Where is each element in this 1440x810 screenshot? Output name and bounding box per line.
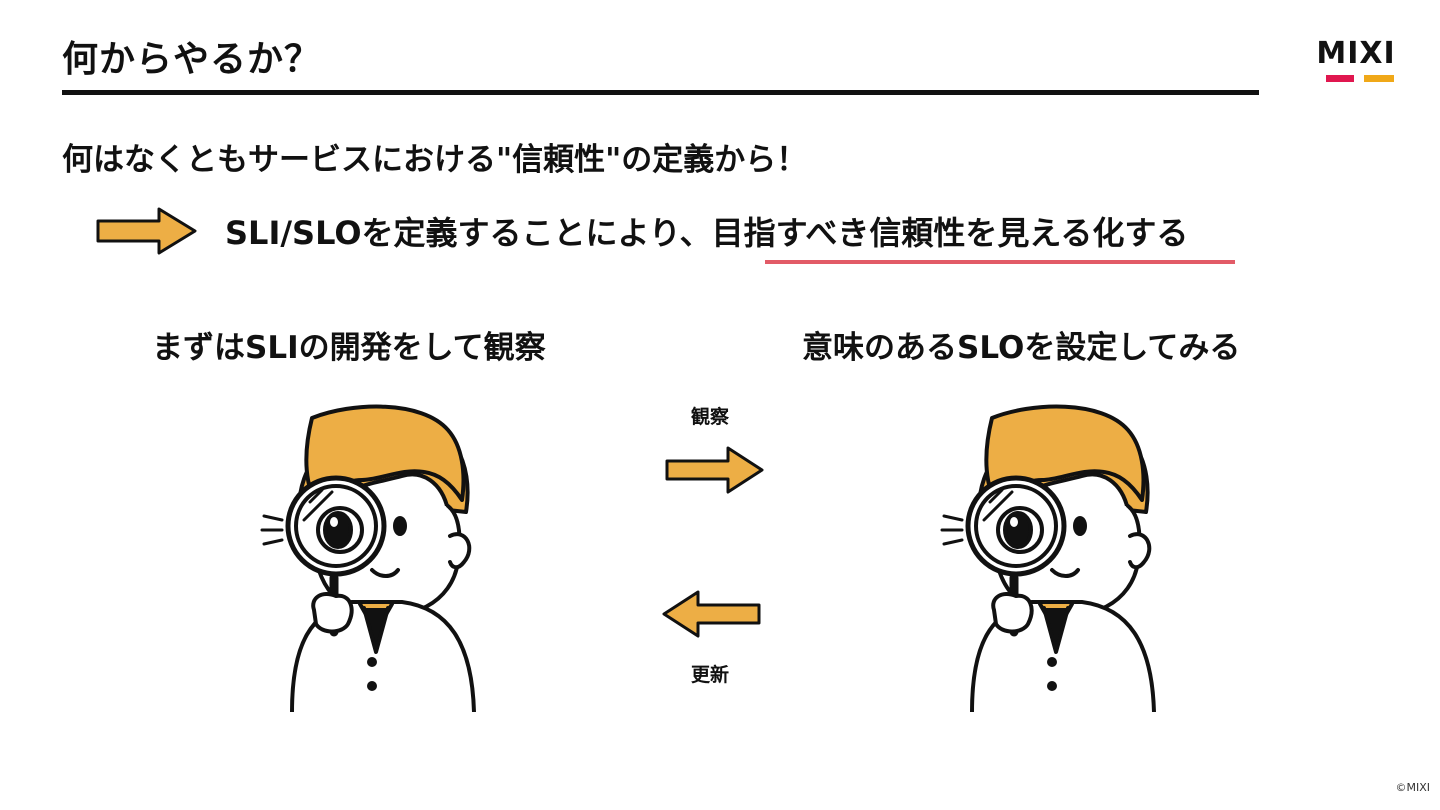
magnifier-person-illustration <box>260 404 476 712</box>
left-caption: まずはSLIの開発をして観察 <box>152 330 546 366</box>
page-title: 何からやるか？ <box>62 39 322 80</box>
copyright-notice: ©MIXI <box>1395 781 1430 794</box>
logo-bar-orange <box>1364 75 1394 82</box>
magnifier-person-illustration <box>940 404 1156 712</box>
cycle-forward-label: 観察 <box>690 406 729 428</box>
mixi-logo: MIXI <box>1308 36 1404 86</box>
subtitle: 何はなくともサービスにおける"信頼性"の定義から！ <box>62 142 808 178</box>
left-arrow-icon <box>662 590 761 638</box>
statement: SLI/SLOを定義することにより、目指すべき信頼性を見える化する <box>225 214 1189 252</box>
right-arrow-icon <box>665 446 764 494</box>
right-arrow-icon <box>96 207 197 255</box>
logo-bar-red <box>1326 75 1354 82</box>
highlight-underline <box>765 260 1235 264</box>
title-divider <box>62 90 1259 95</box>
right-caption: 意味のあるSLOを設定してみる <box>802 330 1241 366</box>
cycle-back-label: 更新 <box>690 664 729 686</box>
logo-text: MIXI <box>1316 36 1396 71</box>
